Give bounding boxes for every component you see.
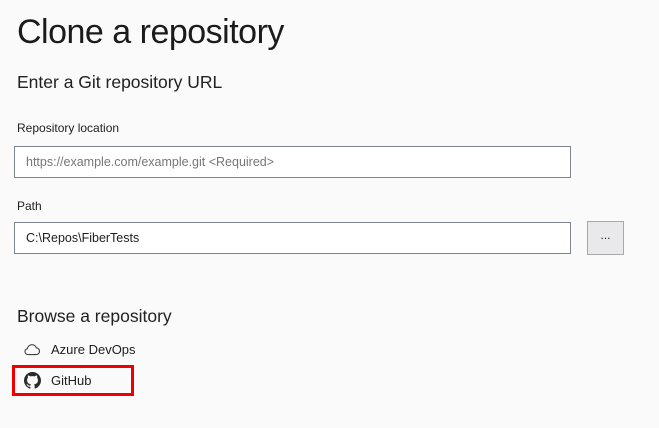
url-section-heading: Enter a Git repository URL (17, 72, 223, 92)
provider-label: Azure DevOps (51, 341, 136, 357)
browse-path-button[interactable]: ... (587, 221, 624, 255)
path-label: Path (17, 199, 42, 213)
browse-section-heading: Browse a repository (17, 306, 172, 326)
github-icon (24, 372, 41, 389)
provider-item-github[interactable]: GitHub (24, 372, 91, 389)
cloud-icon (24, 341, 41, 358)
path-input[interactable] (14, 222, 571, 254)
provider-item-azure-devops[interactable]: Azure DevOps (24, 341, 136, 357)
page-title: Clone a repository (17, 13, 284, 51)
repository-location-input[interactable] (14, 146, 571, 178)
repository-location-label: Repository location (17, 121, 120, 135)
provider-label: GitHub (51, 373, 92, 388)
